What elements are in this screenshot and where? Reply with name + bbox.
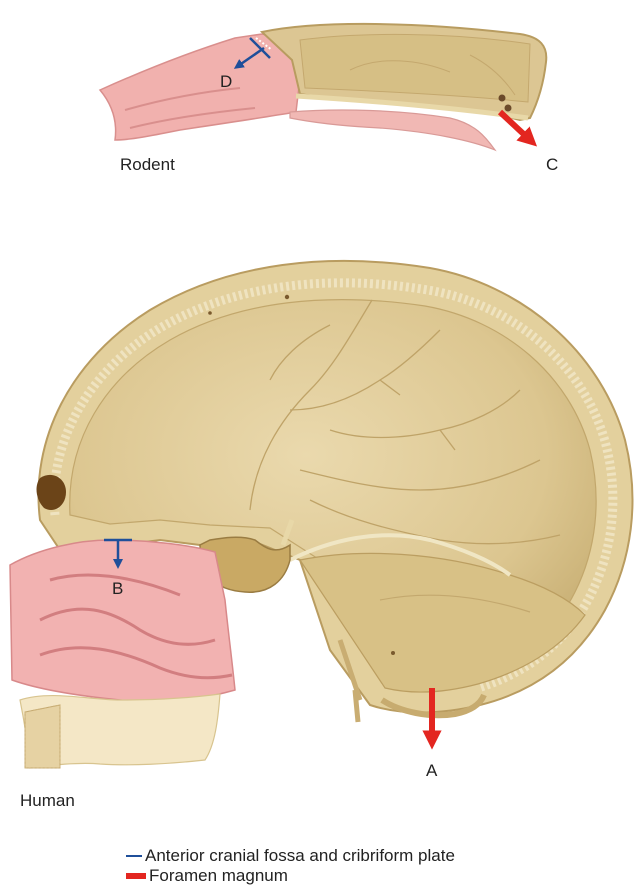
legend-item-cribriform: Anterior cranial fossa and cribriform pl… [126, 846, 455, 866]
legend-item-foramen: Foramen magnum [126, 866, 455, 886]
rodent-skull [100, 24, 546, 150]
label-d: D [220, 72, 232, 91]
human-maxilla [20, 694, 220, 768]
label-b: B [112, 579, 123, 598]
label-human: Human [20, 791, 75, 810]
legend-swatch-red-bar [126, 873, 146, 879]
human-nasal-cavity [10, 540, 235, 702]
label-rodent: Rodent [120, 155, 175, 174]
legend: Anterior cranial fossa and cribriform pl… [126, 846, 455, 886]
rodent-lower-jaw [290, 110, 495, 150]
legend-swatch-blue-line [126, 855, 142, 857]
legend-label-foramen: Foramen magnum [149, 866, 288, 886]
legend-label-cribriform: Anterior cranial fossa and cribriform pl… [145, 846, 455, 866]
label-c: C [546, 155, 558, 174]
label-a: A [426, 761, 438, 780]
rodent-nasal-region [100, 34, 300, 140]
